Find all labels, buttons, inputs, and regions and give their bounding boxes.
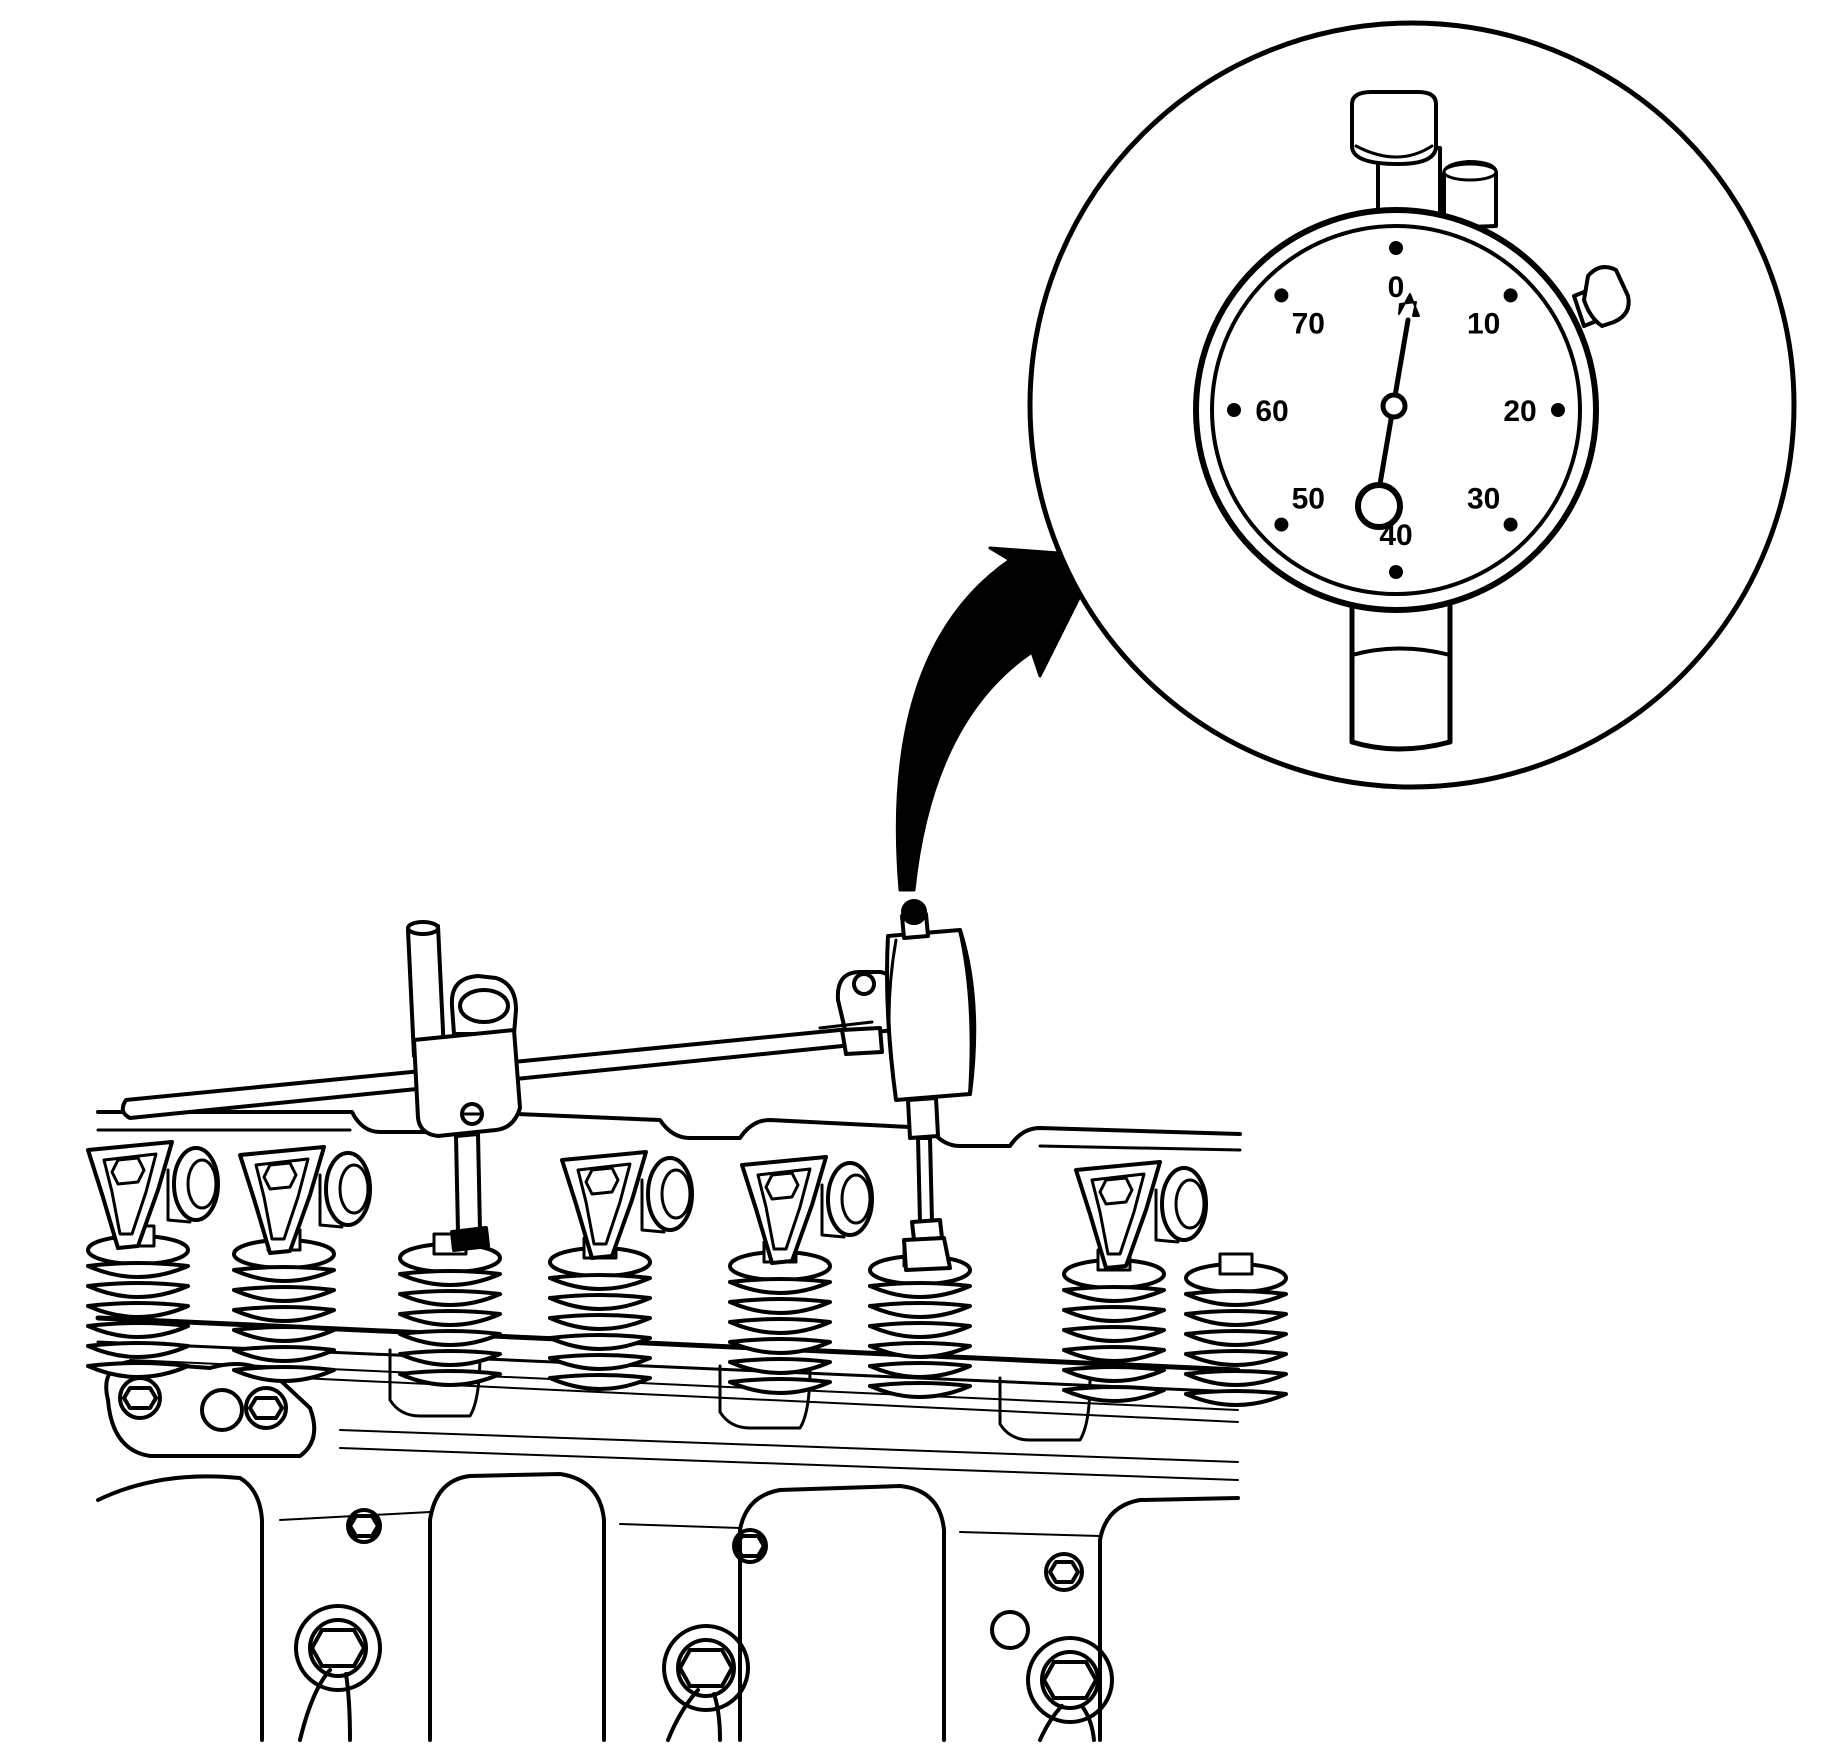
cylinder-head: [86, 1110, 1288, 1742]
lower-post: [454, 1132, 482, 1234]
graduation-label: 0: [1388, 271, 1405, 304]
valve-spring: [548, 1236, 652, 1391]
rocker-arm: [560, 1150, 694, 1260]
graduation-dot: [1274, 288, 1289, 303]
valve-springs: [86, 1224, 1288, 1407]
head-top-edge: [96, 1110, 1242, 1148]
port-bolt-2: [732, 1528, 768, 1564]
port-bolt-3: [1044, 1552, 1084, 1592]
indicator-body: [885, 928, 974, 1102]
valve-spring: [232, 1228, 336, 1383]
graduation-label: 30: [1467, 483, 1500, 516]
graduation-dot: [1503, 517, 1518, 532]
valve-spring: [1062, 1248, 1166, 1403]
spark-plug-boot-2: [662, 1624, 750, 1742]
dial-indicator-setup: [120, 899, 977, 1272]
curved-arrow: [895, 546, 1102, 892]
dial-needle: [1377, 293, 1420, 487]
valve-spring: [86, 1224, 190, 1379]
spark-plug-boot-3: [1026, 1636, 1114, 1742]
dial-cap: [1350, 90, 1438, 166]
graduation-dot: [1389, 241, 1403, 255]
graduation-label: 70: [1292, 307, 1325, 340]
clamp-block: [412, 1028, 522, 1138]
port-runner-4: [1098, 1496, 1240, 1742]
rocker-arm: [1074, 1160, 1208, 1270]
graduation-label: 20: [1503, 395, 1536, 428]
graduation-label: 10: [1467, 307, 1500, 340]
bezel-lock-knob: [1572, 265, 1631, 328]
port-runner-3: [738, 1484, 946, 1742]
port-bolt-1: [346, 1508, 382, 1544]
bolt-left-1: [118, 1376, 162, 1420]
spark-plug-boot-1: [294, 1604, 382, 1742]
dial-bottom-stem: [1349, 597, 1453, 752]
rocker-arm: [740, 1155, 874, 1265]
graduation-dot: [1274, 517, 1289, 532]
graduation-dot: [1551, 403, 1565, 417]
indicator-plunger: [906, 1096, 940, 1140]
revolution-counter: [1355, 482, 1403, 530]
graduation-dot: [1503, 288, 1518, 303]
needle-pivot: [1380, 392, 1408, 420]
valve-spring: [398, 1232, 502, 1387]
port-runner-2: [428, 1472, 606, 1742]
graduation-label: 60: [1255, 395, 1288, 428]
rocker-arm: [238, 1145, 372, 1255]
bolt-left-2: [200, 1386, 288, 1432]
port-plug: [990, 1610, 1030, 1650]
graduation-dot: [1389, 565, 1403, 579]
rocker-arms: [86, 1140, 1208, 1270]
port-runner-1: [96, 1474, 264, 1742]
valve-spring: [1184, 1252, 1288, 1407]
graduation-label: 50: [1292, 483, 1325, 516]
graduation-dot: [1227, 403, 1241, 417]
rocker-arm: [86, 1140, 220, 1250]
